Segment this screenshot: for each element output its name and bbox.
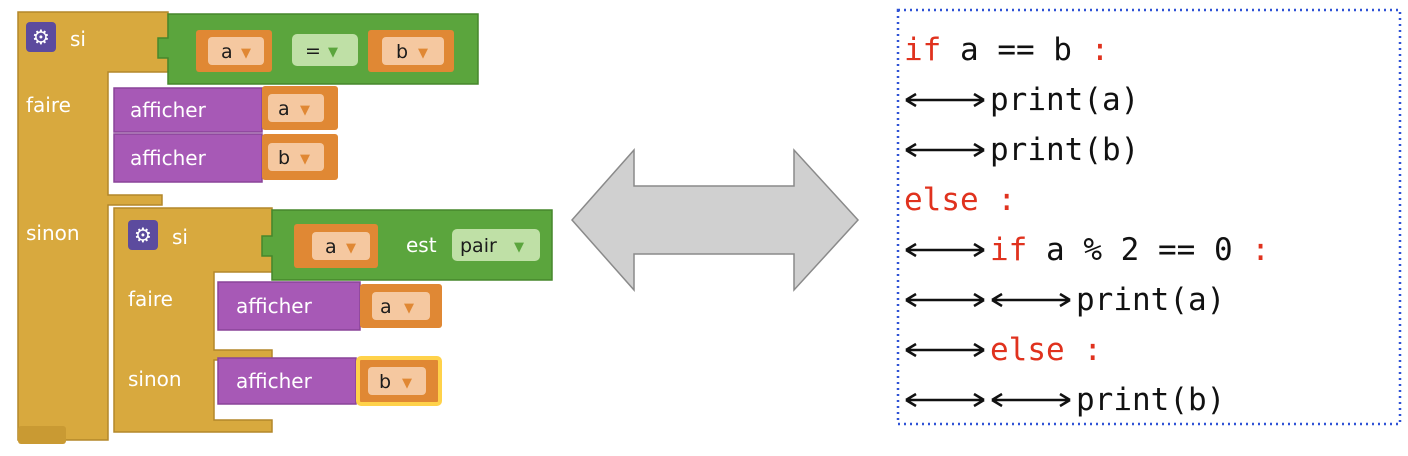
code-token: print(b) xyxy=(990,132,1139,168)
code-keyword: else : xyxy=(904,182,1016,218)
pair-dropdown[interactable] xyxy=(452,229,540,261)
code-line: print(a) xyxy=(990,82,1139,118)
chevron-down-icon[interactable]: ▼ xyxy=(346,241,356,256)
code-keyword: if xyxy=(990,232,1027,268)
afficher-label: afficher xyxy=(130,98,207,122)
var-a-label: a xyxy=(278,98,290,120)
faire-label: faire xyxy=(128,287,173,311)
chevron-down-icon[interactable]: ▼ xyxy=(402,376,412,391)
gear-icon[interactable] xyxy=(26,22,56,52)
code-keyword: : xyxy=(1251,232,1270,268)
code-line: print(a) xyxy=(1076,282,1225,318)
code-token: a % 2 == 0 xyxy=(1027,232,1251,268)
code-token: print(a) xyxy=(990,82,1139,118)
indent-arrow-icon xyxy=(991,292,1071,308)
chevron-down-icon[interactable]: ▼ xyxy=(418,46,428,61)
pair-label: pair xyxy=(460,235,497,257)
code-line: if a == b : xyxy=(904,32,1109,68)
code-token: print(a) xyxy=(1076,282,1225,318)
print-block-b[interactable] xyxy=(217,357,357,405)
si-label: si xyxy=(70,27,86,51)
gear-glyph: ⚙ xyxy=(134,223,152,247)
afficher-label: afficher xyxy=(236,369,313,393)
indent-arrow-icon xyxy=(991,392,1071,408)
double-arrow-icon xyxy=(570,148,860,292)
chevron-down-icon[interactable]: ▼ xyxy=(404,301,414,316)
var-a-pill xyxy=(312,232,370,260)
indent-arrow-icon xyxy=(905,92,985,108)
blockly-program: ⚙ si faire sinon a ▼ = ▼ b ▼ afficher a … xyxy=(17,11,553,444)
var-a-label: a xyxy=(325,236,337,258)
eq-operator-pill[interactable] xyxy=(292,34,358,66)
if-block-outer-bottom xyxy=(18,426,66,444)
chevron-down-icon[interactable]: ▼ xyxy=(328,45,338,60)
eq-operator-label: = xyxy=(305,40,321,62)
var-b-label: b xyxy=(278,147,290,169)
var-a-label: a xyxy=(221,41,233,63)
var-b-label: b xyxy=(379,371,391,393)
code-line: else : xyxy=(904,182,1016,218)
gear-icon[interactable] xyxy=(128,220,158,250)
var-a-pill xyxy=(372,292,430,320)
code-keyword: if xyxy=(904,32,941,68)
chevron-down-icon[interactable]: ▼ xyxy=(300,152,310,167)
code-token: print(b) xyxy=(1076,382,1225,418)
chevron-down-icon[interactable]: ▼ xyxy=(241,46,251,61)
var-a-pill xyxy=(208,37,264,65)
var-a-label: a xyxy=(380,296,392,318)
code-line: print(b) xyxy=(1076,382,1225,418)
chevron-down-icon[interactable]: ▼ xyxy=(300,103,310,118)
si-label: si xyxy=(172,225,188,249)
indent-arrow-icon xyxy=(905,142,985,158)
code-token: a == b xyxy=(941,32,1090,68)
var-a-pill xyxy=(268,94,324,122)
est-label: est xyxy=(406,233,437,257)
print-block-a[interactable] xyxy=(217,281,361,331)
code-keyword: else : xyxy=(990,332,1102,368)
python-code: if a == b : print(a) print(b) else : if a % … xyxy=(904,32,1270,418)
var-b-pill xyxy=(268,143,324,171)
code-line: else : xyxy=(990,332,1102,368)
gear-glyph: ⚙ xyxy=(32,25,50,49)
code-line: if a % 2 == 0 : xyxy=(990,232,1270,268)
afficher-label: afficher xyxy=(130,146,207,170)
sinon-label: sinon xyxy=(128,367,182,391)
indent-arrow-icon xyxy=(905,342,985,358)
var-b-pill xyxy=(368,367,426,395)
indent-arrow-icon xyxy=(905,392,985,408)
faire-label: faire xyxy=(26,93,71,117)
code-line: print(b) xyxy=(990,132,1139,168)
var-b-label: b xyxy=(396,41,408,63)
print-block-b[interactable] xyxy=(113,133,263,183)
indent-arrow-icon xyxy=(905,292,985,308)
code-keyword: : xyxy=(1091,32,1110,68)
var-b-pill xyxy=(382,37,444,65)
print-block-a[interactable] xyxy=(113,87,263,133)
chevron-down-icon[interactable]: ▼ xyxy=(514,240,524,255)
code-panel xyxy=(896,8,1402,426)
afficher-label: afficher xyxy=(236,294,313,318)
sinon-label: sinon xyxy=(26,221,80,245)
indent-arrow-icon xyxy=(905,242,985,258)
